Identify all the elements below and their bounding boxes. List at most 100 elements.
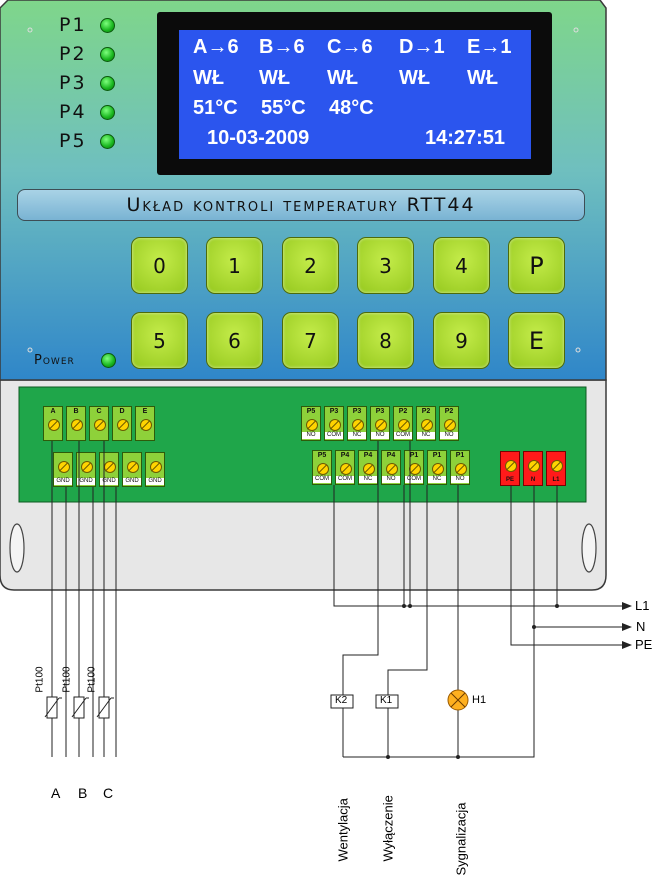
sensor-label-b: B	[78, 785, 88, 801]
lcd-time: 14:27:51	[425, 127, 506, 149]
terminal-label: P5	[306, 408, 316, 415]
lcd-state-d: WŁ	[399, 67, 431, 89]
terminal-label: P2	[444, 408, 454, 415]
led-p4-indicator	[100, 105, 115, 120]
pt100-label-b: Pt100	[61, 666, 73, 693]
terminal-label: L1	[547, 477, 565, 484]
lcd-zone-d: D→1	[399, 36, 445, 58]
screw-icon	[444, 419, 456, 431]
terminal-sublabel: COM	[313, 476, 331, 483]
terminal-sublabel: NC	[417, 432, 435, 439]
terminal-sensor-e: E	[135, 406, 155, 441]
lcd-display: A→6 B→6 C→6 D→1 E→1 WŁ WŁ WŁ WŁ WŁ 51°C …	[157, 12, 552, 175]
led-p3-indicator	[100, 76, 115, 91]
terminal-label: GND	[77, 478, 95, 485]
supply-label-l1: L1	[635, 598, 650, 613]
screw-icon	[352, 419, 364, 431]
terminal-label: PE	[501, 477, 519, 484]
screw-icon	[104, 461, 116, 473]
screw-icon	[432, 463, 444, 475]
terminal-label: GND	[100, 478, 118, 485]
supply-label-n: N	[636, 619, 646, 634]
key-1[interactable]: 1	[206, 237, 263, 294]
terminal-sensor-b: B	[66, 406, 86, 441]
terminal-sublabel: NO	[382, 476, 400, 483]
terminal-label: P3	[352, 408, 362, 415]
device-title-bar: Układ kontroli temperatury RTT44	[17, 189, 585, 221]
terminal-sublabel: NO	[371, 432, 389, 439]
key-2[interactable]: 2	[282, 237, 339, 294]
terminal-label: P2	[398, 408, 408, 415]
screw-icon	[409, 463, 421, 475]
terminal-power-pe: PE	[500, 451, 520, 486]
key-5[interactable]: 5	[131, 312, 188, 369]
caption-wentylacja: Wentylacja	[335, 798, 351, 862]
led-p2-indicator	[100, 47, 115, 62]
mounting-slot-right	[581, 523, 597, 573]
terminal-power-l1: L1	[546, 451, 566, 486]
screw-icon	[94, 419, 106, 431]
key-6[interactable]: 6	[206, 312, 263, 369]
screw-icon	[455, 463, 467, 475]
screw-icon	[340, 463, 352, 475]
screw-icon	[81, 461, 93, 473]
key-4[interactable]: 4	[433, 237, 490, 294]
led-label-p2: P2	[59, 43, 87, 65]
key-3[interactable]: 3	[357, 237, 414, 294]
led-label-p3: P3	[59, 72, 87, 94]
lcd-state-c: WŁ	[327, 67, 359, 89]
terminal-sublabel: NO	[451, 476, 469, 483]
coil-label-k2: K2	[335, 695, 348, 706]
screw-icon	[505, 460, 517, 472]
lcd-screen: A→6 B→6 C→6 D→1 E→1 WŁ WŁ WŁ WŁ WŁ 51°C …	[179, 30, 531, 159]
screw-icon	[329, 419, 341, 431]
key-8[interactable]: 8	[357, 312, 414, 369]
terminal-gnd-1: GND	[53, 452, 73, 487]
power-label: Power	[34, 353, 75, 368]
terminal-sublabel: NC	[359, 476, 377, 483]
terminal-label: C	[96, 408, 102, 415]
key-p[interactable]: P	[508, 237, 565, 294]
power-led-indicator	[101, 353, 116, 368]
screw-icon	[317, 463, 329, 475]
key-7[interactable]: 7	[282, 312, 339, 369]
terminal-label: N	[524, 477, 542, 484]
screw-icon	[140, 419, 152, 431]
screw-icon	[375, 419, 387, 431]
terminal-label: P3	[375, 408, 385, 415]
caption-wylaczenie: Wyłączenie	[380, 795, 396, 862]
lcd-temp-c: 48°C	[329, 97, 374, 119]
led-label-p1: P1	[59, 14, 87, 36]
screw-icon	[150, 461, 162, 473]
screw-icon	[117, 419, 129, 431]
terminal-label: P5	[317, 452, 327, 459]
led-label-p5: P5	[59, 130, 87, 152]
screw-icon	[363, 463, 375, 475]
terminal-label: P1	[409, 452, 419, 459]
terminal-label: P1	[455, 452, 465, 459]
terminal-gnd-4: GND	[122, 452, 142, 487]
screw-icon	[127, 461, 139, 473]
terminal-label: A	[50, 408, 56, 415]
sensor-label-a: A	[51, 785, 61, 801]
terminal-label: P4	[340, 452, 350, 459]
coil-label-k1: K1	[380, 695, 393, 706]
lcd-state-b: WŁ	[259, 67, 291, 89]
terminal-sensor-a: A	[43, 406, 63, 441]
key-0[interactable]: 0	[131, 237, 188, 294]
screw-icon	[386, 463, 398, 475]
key-e[interactable]: E	[508, 312, 565, 369]
key-9[interactable]: 9	[433, 312, 490, 369]
pt100-label-c: Pt100	[86, 666, 98, 693]
screw-icon	[398, 419, 410, 431]
led-p1-indicator	[100, 18, 115, 33]
